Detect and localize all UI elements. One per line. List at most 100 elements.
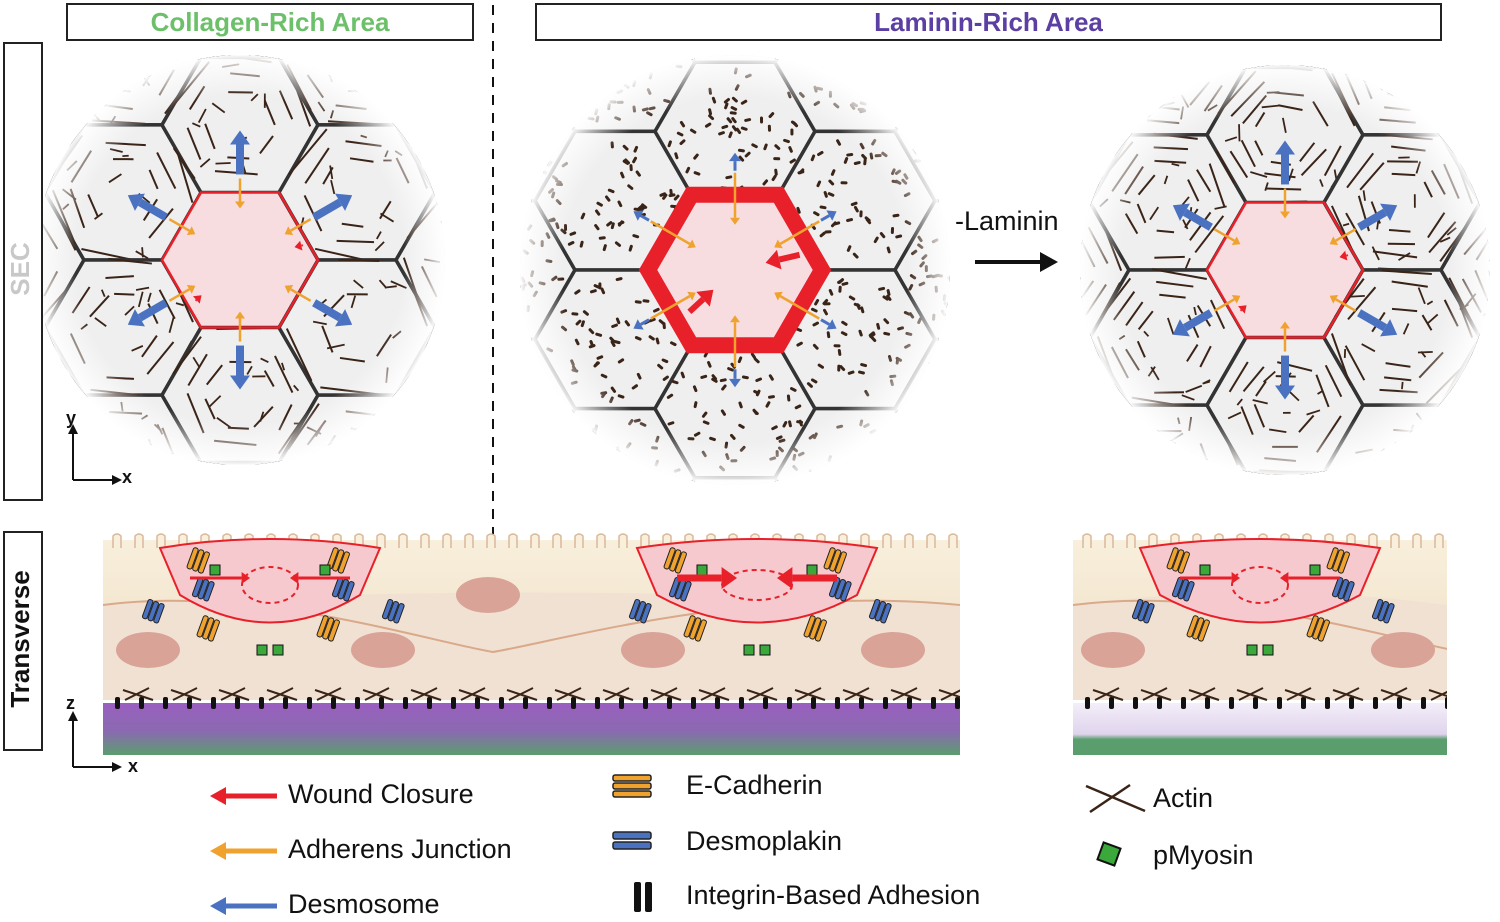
legend-icon-desmosome <box>210 897 277 915</box>
row-label-sec: SEC <box>5 242 35 296</box>
legend-icon-e-cadherin <box>612 774 652 798</box>
e-cadherin <box>809 617 822 640</box>
adherens-arrow <box>730 172 740 225</box>
integrin-adhesion <box>1181 697 1186 709</box>
integrin-adhesion <box>547 697 552 709</box>
wound-nucleus-outline <box>1231 566 1289 604</box>
desmosome-arrow <box>127 193 168 221</box>
nucleus <box>116 632 180 668</box>
desmosome-arrow <box>230 345 250 390</box>
integrin-adhesion <box>1301 697 1306 709</box>
integrin-adhesion <box>1325 697 1330 709</box>
integrin-adhesion <box>1253 697 1258 709</box>
adherens-arrow <box>730 315 740 368</box>
integrin-adhesion <box>163 697 168 709</box>
integrin-adhesion <box>763 697 768 709</box>
e-cadherin <box>1332 549 1345 572</box>
desmoplakin <box>197 579 209 600</box>
wound-edge <box>160 191 320 329</box>
integrin-adhesion <box>451 697 456 709</box>
e-cadherin <box>1317 619 1330 642</box>
desmoplakin <box>1177 579 1189 600</box>
pmyosin <box>209 564 221 576</box>
pmyosin <box>272 644 284 656</box>
desmoplakin <box>153 603 165 624</box>
wound-closure-arrow <box>1238 305 1247 314</box>
pmyosin <box>1262 644 1274 656</box>
desmosome-arrow <box>633 318 650 330</box>
wound-actomyosin-ring <box>638 186 832 354</box>
integrin-adhesion <box>427 697 432 709</box>
e-cadherin <box>1326 547 1339 570</box>
basement-membrane <box>103 703 960 755</box>
desmoplakin <box>387 601 399 622</box>
integrin-adhesion <box>1229 697 1234 709</box>
desmoplakin <box>880 603 892 624</box>
e-cadherin <box>814 619 827 642</box>
integrin-adhesion <box>403 697 408 709</box>
pmyosin <box>759 644 771 656</box>
integrin-adhesion <box>283 697 288 709</box>
nucleus <box>861 632 925 668</box>
desmoplakin <box>874 601 886 622</box>
integrin-adhesion <box>1397 697 1402 709</box>
sec-minus-laminin-panel <box>1080 65 1490 475</box>
integrin-adhesion <box>1205 697 1210 709</box>
desmoplakin <box>828 576 841 598</box>
e-cadherin <box>202 617 215 640</box>
adherens-arrow <box>650 291 696 320</box>
desmosome-arrow <box>312 299 353 327</box>
integrin-adhesion <box>475 697 480 709</box>
desmosome-arrow <box>1357 309 1398 337</box>
axis-icon-top <box>68 424 122 485</box>
desmoplakin <box>1331 576 1344 598</box>
transverse-right-panel <box>1073 533 1447 755</box>
desmosome-arrow <box>312 193 353 221</box>
integrin-adhesion <box>379 697 384 709</box>
integrin-adhesion <box>883 697 888 709</box>
wound-nucleus-outline <box>241 566 299 604</box>
e-cadherin <box>1312 617 1325 640</box>
integrin-adhesion <box>307 697 312 709</box>
desmoplakin <box>634 601 646 622</box>
integrin-adhesion <box>859 697 864 709</box>
adherens-arrow <box>168 284 196 302</box>
adherens-arrow <box>235 178 245 209</box>
e-cadherin <box>332 549 345 572</box>
nucleus <box>456 577 520 613</box>
nucleus <box>621 632 685 668</box>
e-cadherin <box>1177 551 1190 574</box>
transverse-left-panel <box>103 533 960 755</box>
wound-closure-arrow <box>190 572 250 584</box>
integrin-adhesion <box>1157 697 1162 709</box>
integrin-adhesion <box>643 697 648 709</box>
integrin-adhesion <box>187 697 192 709</box>
desmoplakin <box>868 598 881 620</box>
legend-label-desmoplakin: Desmoplakin <box>686 826 843 856</box>
e-cadherin <box>1306 615 1319 638</box>
integrin-adhesion <box>331 697 336 709</box>
wound-closure-arrow <box>1180 572 1240 584</box>
legend-icon-adherens-junction <box>210 842 277 860</box>
desmoplakin <box>203 581 215 602</box>
adherens-arrow <box>1280 188 1290 219</box>
e-cadherin <box>834 551 847 574</box>
legend-label-adherens-junction: Adherens Junction <box>288 834 512 864</box>
row-box-sec <box>3 42 43 501</box>
desmosome-arrow <box>1275 140 1295 185</box>
sec-collagen-panel <box>35 55 445 465</box>
legend-label-wound-closure: Wound Closure <box>288 779 474 809</box>
pmyosin <box>1199 564 1211 576</box>
integrin-adhesion <box>235 697 240 709</box>
header-collagen: Collagen-Rich Area <box>66 3 474 41</box>
desmoplakin <box>628 598 641 620</box>
wound-closure-arrow <box>1339 250 1349 261</box>
integrin-adhesion <box>955 697 960 709</box>
e-cadherin <box>1166 547 1179 570</box>
desmoplakin <box>147 601 159 622</box>
desmoplakin <box>1337 579 1349 600</box>
legend-label-desmosome: Desmosome <box>288 889 440 919</box>
integrin-adhesion <box>1445 697 1447 709</box>
integrin-adhesion <box>1133 697 1138 709</box>
integrin-adhesion <box>1421 697 1426 709</box>
